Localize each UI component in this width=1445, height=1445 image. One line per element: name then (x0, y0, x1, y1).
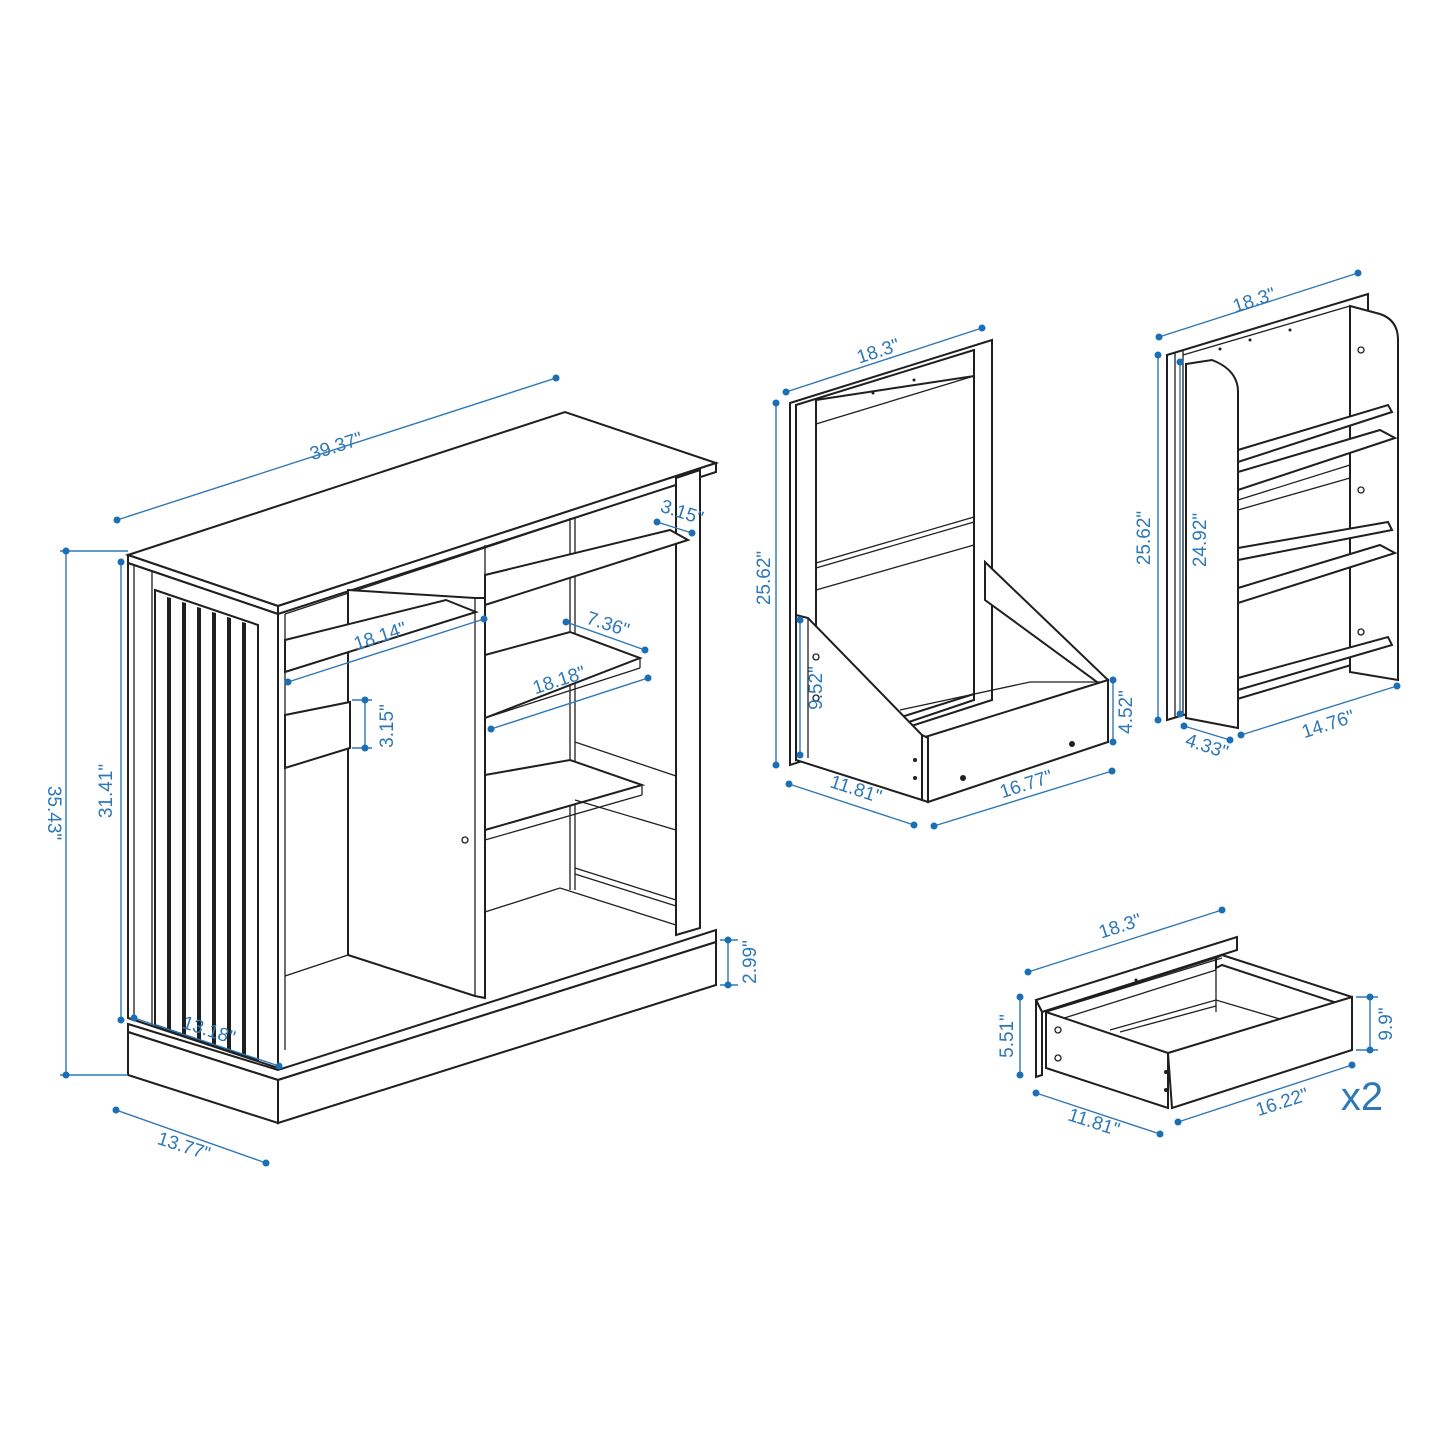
toy-box-height-label: 25.62" (754, 551, 775, 605)
door-slats (167, 597, 246, 1058)
cabinet-width-label: 39.37" (307, 428, 365, 465)
book-shelf-height-label: 25.62" (1134, 511, 1155, 565)
toy-box-drawing (789, 338, 1109, 804)
drawer-quantity-label: x2 (1341, 1075, 1383, 1119)
book-shelf-width-label: 18.3" (1230, 284, 1278, 317)
toy-box-side-height-label: 9.52" (806, 666, 827, 710)
toy-box-width-label: 18.3" (854, 335, 902, 368)
book-shelf-front-length-label: 14.76" (1299, 706, 1357, 743)
drawer-drawing (1034, 935, 1353, 1110)
cabinet-rod-drop-label: 3.15" (377, 704, 398, 748)
drawer-height-label: 5.51" (997, 1014, 1018, 1058)
book-shelf-drawing (1166, 292, 1399, 730)
drawer-depth-label: 11.81" (1065, 1105, 1122, 1141)
cabinet-drawing (124, 410, 720, 1125)
cabinet-inner-height-label: 31.41" (96, 764, 117, 818)
drawer-width-label: 18.3" (1096, 910, 1144, 943)
book-shelf-inner-height-label: 24.92" (1190, 513, 1211, 567)
cabinet-base-height-label: 2.99" (740, 940, 761, 984)
drawer-front-length-label: 16.22" (1253, 1084, 1311, 1121)
drawer-side-height-label: 9.9" (1376, 1007, 1397, 1040)
book-shelf-depth-label: 4.33" (1183, 730, 1231, 763)
toy-box-front-height-label: 4.52" (1116, 690, 1137, 734)
cabinet-height-label: 35.43" (43, 786, 64, 840)
